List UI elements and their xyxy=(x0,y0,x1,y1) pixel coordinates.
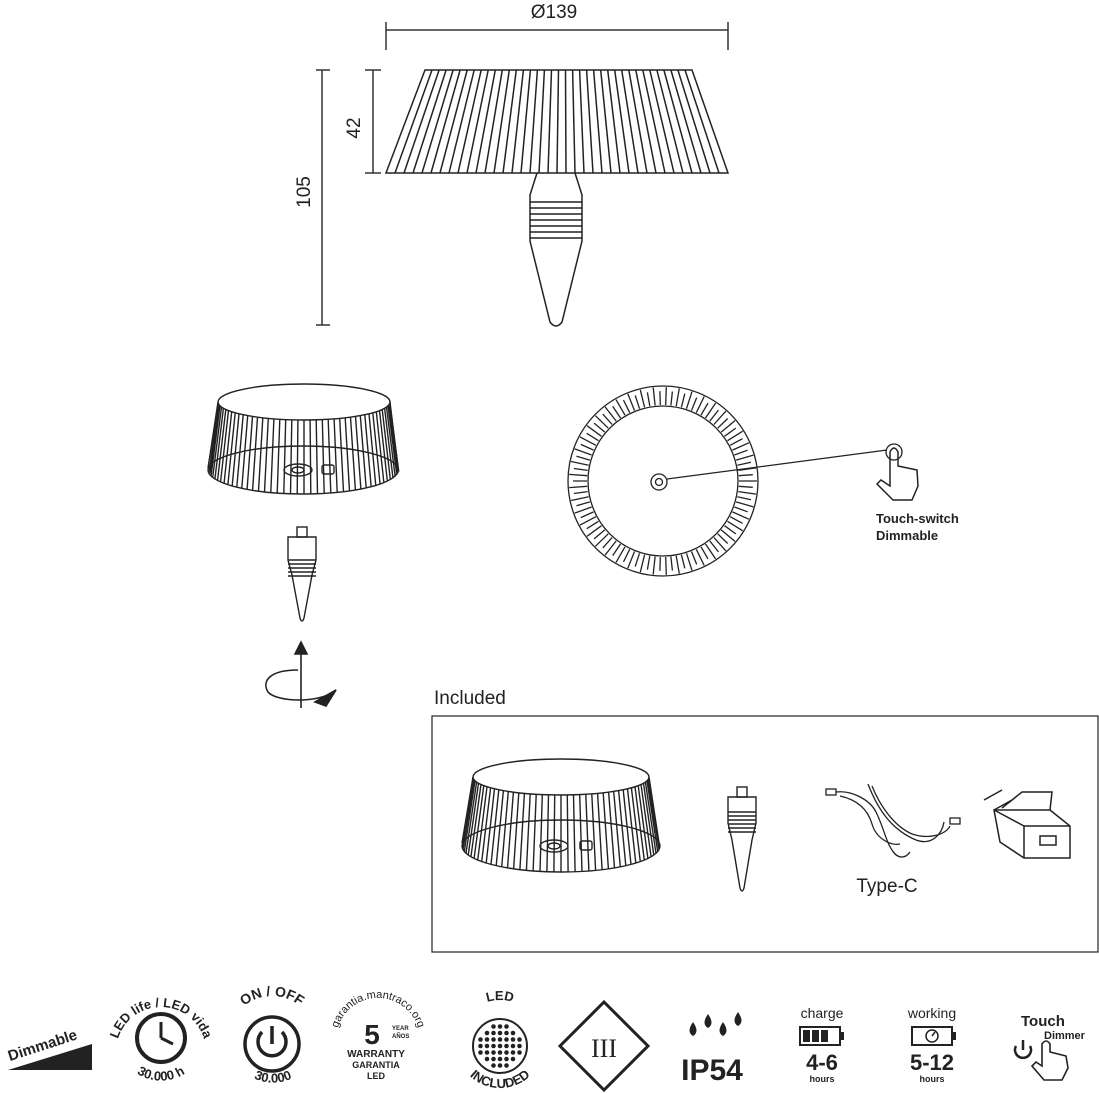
led-dot xyxy=(491,1056,496,1062)
ip54-icon: IP54 xyxy=(681,1012,743,1087)
svg-text:5: 5 xyxy=(364,1019,380,1050)
led-dot xyxy=(491,1050,496,1055)
led-dot xyxy=(497,1024,503,1029)
total-height-label: 105 xyxy=(294,176,315,208)
svg-text:30.000 h: 30.000 h xyxy=(135,1063,187,1084)
svg-text:charge: charge xyxy=(801,1005,844,1021)
led-dot xyxy=(484,1030,490,1036)
shade-perspective-view xyxy=(207,383,400,495)
shade-height-label: 42 xyxy=(344,117,365,138)
led-dot xyxy=(504,1056,509,1062)
led-dot xyxy=(478,1043,483,1049)
charger-plug-icon xyxy=(983,789,1071,859)
led-dot xyxy=(504,1030,509,1036)
led-dot xyxy=(484,1043,490,1049)
lamp-side-view xyxy=(384,69,730,327)
led-dot xyxy=(497,1063,503,1068)
led-dot xyxy=(497,1030,503,1036)
svg-text:5-12: 5-12 xyxy=(910,1050,954,1075)
led-dot xyxy=(478,1037,483,1042)
led-dot xyxy=(491,1063,496,1068)
touch-switch-icon xyxy=(875,447,919,501)
svg-text:IP54: IP54 xyxy=(681,1054,743,1087)
led-dot xyxy=(504,1043,509,1049)
svg-text:30.000: 30.000 xyxy=(253,1067,294,1086)
led-dot xyxy=(497,1037,503,1042)
dimmable-icon: Dimmable xyxy=(6,1027,92,1070)
led-dot xyxy=(491,1043,496,1049)
svg-text:Dimmer: Dimmer xyxy=(1044,1030,1086,1042)
included-title: Included xyxy=(434,688,506,709)
svg-text:working: working xyxy=(907,1005,956,1021)
diameter-label: Ø139 xyxy=(531,2,577,23)
svg-text:WARRANTY: WARRANTY xyxy=(347,1049,405,1060)
svg-text:hours: hours xyxy=(919,1074,944,1084)
led-dot xyxy=(491,1037,496,1042)
led-dot xyxy=(497,1050,503,1055)
included-shade xyxy=(461,758,661,873)
led-dot xyxy=(478,1050,483,1055)
charge-battery-icon: charge 4-6 hours xyxy=(799,1005,844,1084)
led-dot xyxy=(504,1037,509,1042)
led-dot xyxy=(510,1043,516,1049)
warranty-icon: garantia.mantraco.org 5 YEAR AÑOS WARRAN… xyxy=(329,989,427,1081)
included-spike xyxy=(727,786,757,892)
shade-top-view xyxy=(567,385,903,577)
led-dot xyxy=(504,1050,509,1055)
svg-text:INCLUDED: INCLUDED xyxy=(468,1066,533,1091)
led-dot xyxy=(510,1037,516,1042)
usb-cable-icon xyxy=(825,783,961,858)
dimension-lines xyxy=(316,22,729,326)
included-box xyxy=(431,715,1099,953)
svg-text:AÑOS: AÑOS xyxy=(392,1033,409,1040)
svg-text:Touch: Touch xyxy=(1021,1013,1065,1030)
led-life-icon: LED life / LED vida 30.000 h xyxy=(107,995,216,1084)
led-dot xyxy=(491,1024,496,1029)
dimmable-label: Dimmable xyxy=(876,528,938,543)
type-c-label: Type-C xyxy=(856,876,917,897)
led-dot xyxy=(517,1037,522,1042)
led-dot xyxy=(510,1050,516,1055)
rotate-arrow-icon xyxy=(265,640,337,708)
working-timer-icon: working 5-12 hours xyxy=(907,1005,956,1084)
led-dot xyxy=(497,1056,503,1062)
svg-text:4-6: 4-6 xyxy=(806,1050,838,1075)
led-dot xyxy=(510,1056,516,1062)
led-dot xyxy=(484,1056,490,1062)
svg-text:LED: LED xyxy=(485,988,516,1005)
led-dot xyxy=(491,1030,496,1036)
led-dot xyxy=(484,1037,490,1042)
led-dot xyxy=(510,1030,516,1036)
on-off-icon: ON / OFF 30.000 xyxy=(237,983,308,1086)
svg-text:YEAR: YEAR xyxy=(392,1026,409,1032)
led-dot xyxy=(517,1050,522,1055)
class-iii-icon: III xyxy=(557,999,651,1093)
touch-switch-label: Touch-switch xyxy=(876,511,959,526)
touch-dimmer-icon: Touch Dimmer xyxy=(1013,1013,1086,1081)
spike-part xyxy=(287,526,317,622)
svg-text:III: III xyxy=(591,1034,617,1063)
led-included-icon: LED INCLUDED xyxy=(468,988,533,1091)
led-dot xyxy=(497,1043,503,1049)
svg-text:LED: LED xyxy=(367,1071,386,1081)
led-dot xyxy=(504,1063,509,1068)
svg-text:hours: hours xyxy=(809,1074,834,1084)
svg-text:GARANTIA: GARANTIA xyxy=(352,1060,400,1070)
led-dot xyxy=(517,1043,522,1049)
led-dot xyxy=(484,1050,490,1055)
svg-text:ON / OFF: ON / OFF xyxy=(237,983,308,1009)
led-dot xyxy=(504,1024,509,1029)
